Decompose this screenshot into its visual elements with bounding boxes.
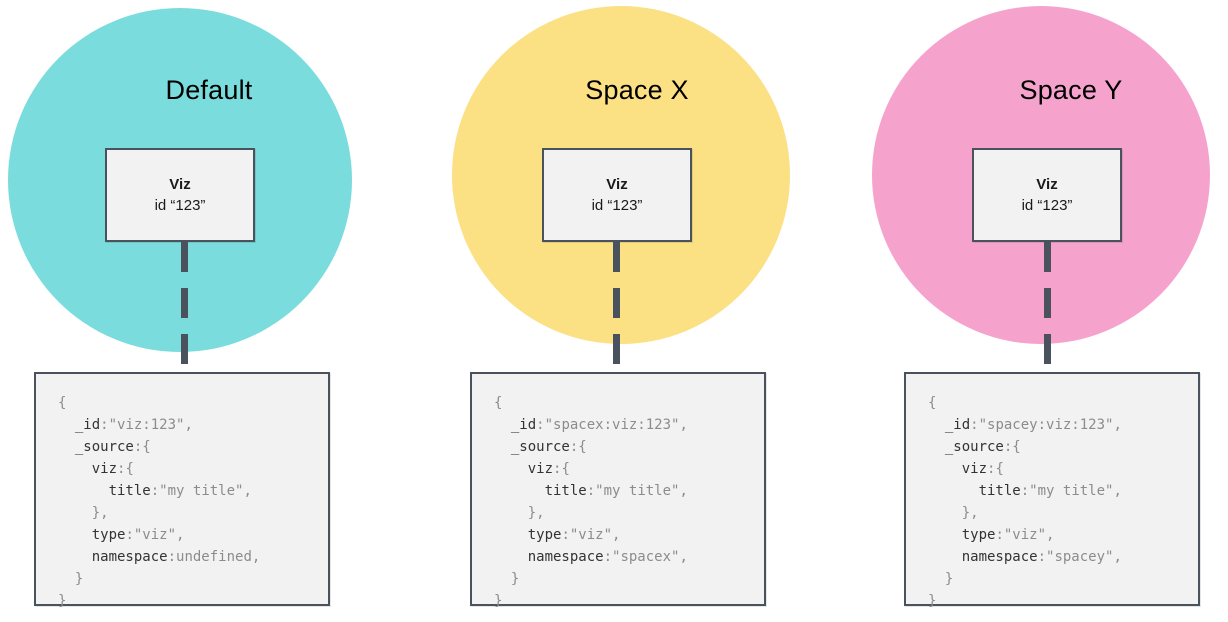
- code-text-spacex: { _id:"spacex:viz:123", _source:{ viz:{ …: [494, 392, 764, 612]
- code-line: {: [928, 395, 937, 411]
- viz-node-title: Viz: [169, 175, 191, 193]
- code-line: viz:{: [91, 461, 134, 477]
- code-line: }: [944, 571, 954, 587]
- code-block-default: { _id:"viz:123", _source:{ viz:{ title:"…: [34, 372, 330, 609]
- code-line: },: [527, 505, 545, 521]
- code-line: type:"viz",: [91, 527, 185, 543]
- code-line: _id:"viz:123",: [74, 417, 193, 433]
- code-line: namespace:"spacex",: [527, 549, 688, 565]
- viz-node-id: id “123”: [154, 196, 206, 214]
- code-line: {: [494, 395, 503, 411]
- space-column-spacex: Space X Viz id “123” { _id:"spacex:viz:1…: [432, 0, 842, 622]
- viz-node-title: Viz: [1036, 175, 1058, 193]
- code-text-default: { _id:"viz:123", _source:{ viz:{ title:"…: [58, 392, 328, 612]
- code-line: _id:"spacex:viz:123",: [510, 417, 688, 433]
- viz-node-spacex[interactable]: Viz id “123”: [542, 148, 692, 242]
- code-line: namespace:undefined,: [91, 549, 261, 565]
- viz-node-id: id “123”: [591, 196, 643, 214]
- code-line: }: [494, 593, 503, 609]
- code-line: {: [58, 395, 67, 411]
- space-label-spacey: Space Y: [1019, 75, 1123, 105]
- code-line: _source:{: [74, 439, 151, 455]
- code-line: _source:{: [510, 439, 587, 455]
- viz-node-id: id “123”: [1021, 196, 1073, 214]
- connector-dashed-line-default: [181, 242, 188, 374]
- code-line: namespace:"spacey",: [961, 549, 1122, 565]
- code-block-spacex: { _id:"spacex:viz:123", _source:{ viz:{ …: [470, 372, 766, 609]
- code-line: type:"viz",: [961, 527, 1055, 543]
- connector-dashed-line-spacey: [1044, 242, 1051, 374]
- code-line: }: [928, 593, 937, 609]
- code-line: }: [74, 571, 84, 587]
- viz-node-title: Viz: [606, 175, 628, 193]
- code-line: },: [961, 505, 979, 521]
- code-line: title:"my title",: [544, 483, 688, 499]
- code-line: title:"my title",: [108, 483, 252, 499]
- code-line: _id:"spacey:viz:123",: [944, 417, 1122, 433]
- connector-dashed-line-spacex: [613, 242, 620, 374]
- code-line: }: [58, 593, 67, 609]
- space-column-spacey: Space Y Viz id “123” { _id:"spacey:viz:1…: [866, 0, 1228, 622]
- code-line: viz:{: [527, 461, 570, 477]
- code-line: viz:{: [961, 461, 1004, 477]
- space-label-spacex: Space X: [585, 75, 689, 105]
- code-text-spacey: { _id:"spacey:viz:123", _source:{ viz:{ …: [928, 392, 1198, 612]
- code-block-spacey: { _id:"spacey:viz:123", _source:{ viz:{ …: [904, 372, 1200, 609]
- code-line: },: [91, 505, 109, 521]
- viz-node-default[interactable]: Viz id “123”: [105, 148, 255, 242]
- space-column-default: Default Viz id “123” { _id:"viz:123", _s…: [0, 0, 410, 622]
- code-line: type:"viz",: [527, 527, 621, 543]
- code-line: title:"my title",: [978, 483, 1122, 499]
- viz-node-spacey[interactable]: Viz id “123”: [972, 148, 1122, 242]
- space-label-default: Default: [165, 75, 253, 105]
- code-line: }: [510, 571, 520, 587]
- code-line: _source:{: [944, 439, 1021, 455]
